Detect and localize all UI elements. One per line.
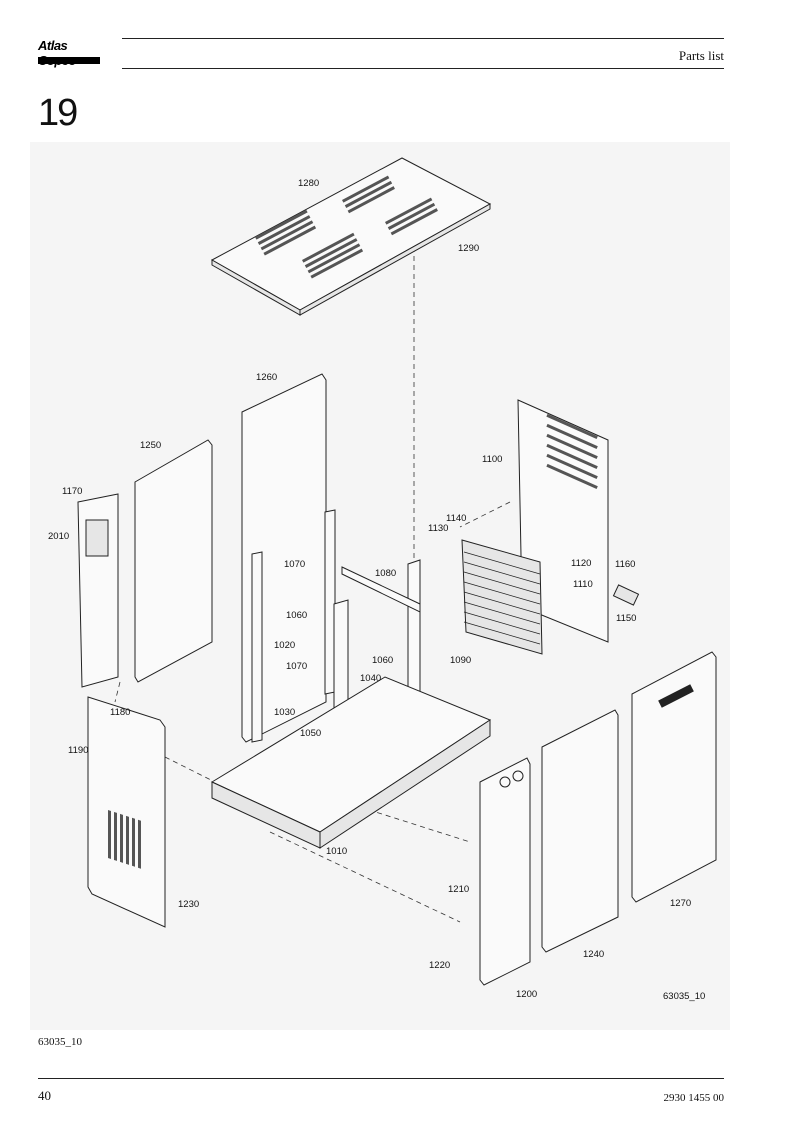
drawing-reference: 63035_10 — [38, 1036, 82, 1048]
assembly-line — [459, 501, 511, 528]
side-panel-1260 — [241, 373, 327, 743]
callout-label: 1100 — [482, 454, 502, 465]
callout-label: 1270 — [670, 898, 691, 909]
drawing-id-label: 63035_10 — [663, 991, 705, 1002]
callout-label: 1110 — [573, 579, 593, 590]
callout-label: 1030 — [274, 707, 295, 718]
callout-label: 1230 — [178, 899, 199, 910]
atlas-copco-logo: Atlas Copco — [38, 38, 100, 68]
callout-label: 1010 — [326, 846, 347, 857]
side-panel-1250 — [134, 439, 213, 683]
callout-label: 1120 — [571, 558, 591, 569]
callout-label: 1060 — [286, 610, 307, 621]
callout-label: 1140 — [446, 513, 466, 524]
assembly-line — [114, 681, 121, 703]
callout-label: 1220 — [429, 960, 450, 971]
header-rule-bottom — [122, 68, 724, 69]
section-number: 19 — [38, 92, 78, 134]
callout-label: 1050 — [300, 728, 321, 739]
door-1240 — [541, 709, 619, 953]
callout-label: 1210 — [448, 884, 469, 895]
display-window — [85, 519, 109, 557]
callout-label: 1090 — [450, 655, 471, 666]
door-logo-mark — [658, 684, 694, 708]
roof-panel-1280 — [210, 157, 492, 316]
callout-label: 1280 — [298, 178, 319, 189]
callout-label: 1170 — [62, 486, 82, 497]
callout-label: 1130 — [428, 523, 448, 534]
callout-label: 1290 — [458, 243, 479, 254]
cross-bar-1080 — [341, 566, 421, 613]
document-number: 2930 1455 00 — [663, 1092, 725, 1104]
cooler-1120 — [461, 539, 543, 655]
callout-label: 2010 — [48, 531, 69, 542]
callout-label: 1150 — [616, 613, 636, 624]
callout-label: 1250 — [140, 440, 161, 451]
callout-label: 1040 — [360, 673, 381, 684]
logo-bar — [38, 57, 100, 64]
page-number: 40 — [38, 1088, 51, 1103]
assembly-line — [269, 831, 461, 923]
callout-label: 1190 — [68, 745, 88, 756]
door-1230 — [87, 696, 166, 928]
header-rule-top — [122, 38, 724, 39]
callout-label: 1070 — [286, 661, 307, 672]
page-title: Parts list — [678, 48, 724, 63]
assembly-line — [359, 806, 471, 843]
callout-label: 1200 — [516, 989, 537, 1000]
callout-label: 1180 — [110, 707, 130, 718]
upright-1020 — [251, 551, 263, 743]
callout-label: 1260 — [256, 372, 277, 383]
callout-label: 1060 — [372, 655, 393, 666]
assembly-line — [164, 756, 216, 783]
footer-rule — [38, 1078, 724, 1079]
door-1270 — [631, 651, 717, 903]
callout-label: 1070 — [284, 559, 305, 570]
callout-label: 1160 — [615, 559, 635, 570]
callout-label: 1080 — [375, 568, 396, 579]
callout-label: 1240 — [583, 949, 604, 960]
callout-label: 1020 — [274, 640, 295, 651]
front-post-1200 — [479, 757, 531, 986]
bracket-1150 — [612, 584, 640, 606]
base-frame-1010 — [210, 676, 492, 849]
exploded-view-drawing: 1280 1290 1260 1250 1100 1170 2010 1140 … — [30, 142, 730, 1030]
